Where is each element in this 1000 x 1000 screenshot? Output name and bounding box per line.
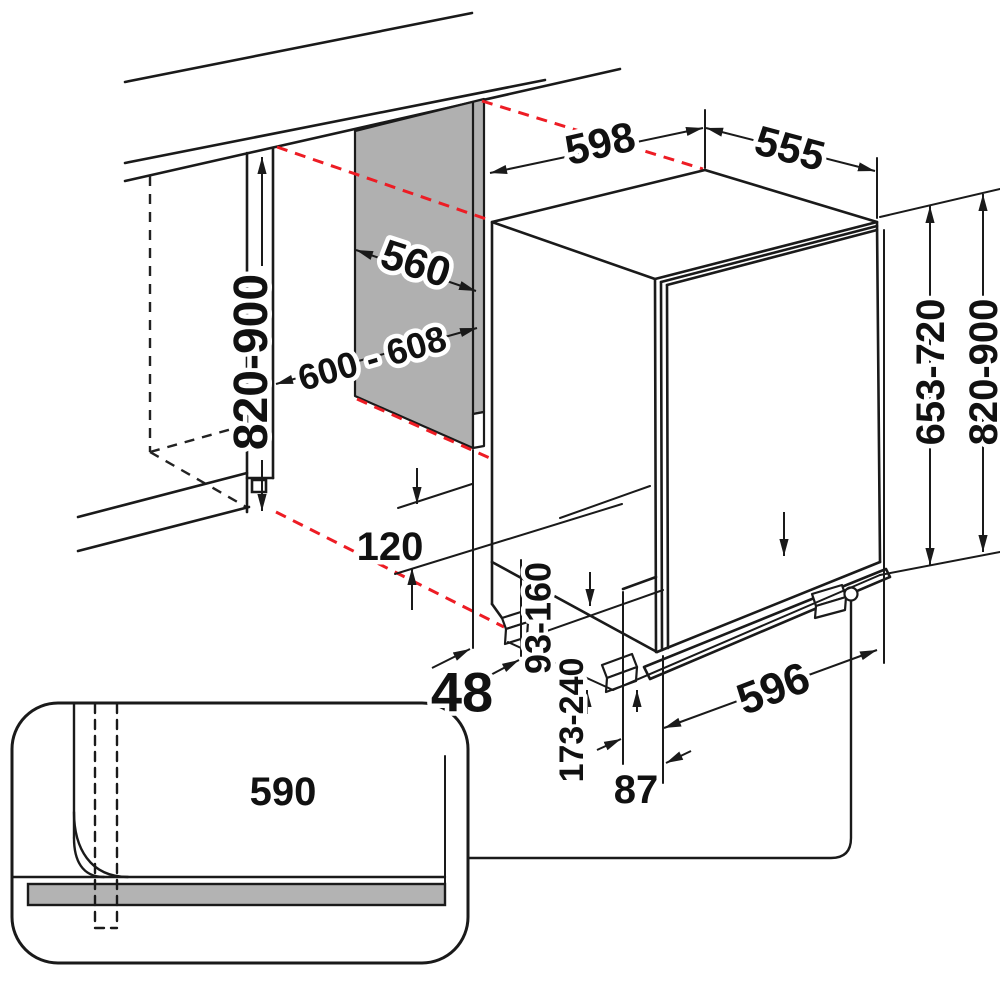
dim-line-600-608 <box>275 327 478 385</box>
label-rear-clearance: 48 <box>431 661 493 724</box>
dim-arrow-87-right <box>665 750 692 764</box>
dim-arrow-48-left <box>431 648 471 669</box>
label-plinth-height: 120 <box>357 525 424 569</box>
dim-line-598 <box>489 127 704 174</box>
cabinet-niche-dashed-void <box>148 176 249 510</box>
detail-inset <box>10 599 853 965</box>
label-front-foot-range: 173-240 <box>553 658 591 783</box>
leveling-feet <box>500 583 859 694</box>
dim-line-596 <box>663 649 878 729</box>
dim-line-560 <box>355 249 477 292</box>
dim-line-555 <box>705 127 876 172</box>
label-height-adjust-inner: 653-720 <box>909 299 953 446</box>
cabinet-left-side-panel <box>76 146 275 553</box>
label-height-adjust-outer: 820-900 <box>962 299 1000 446</box>
detail-leader-line <box>466 599 853 860</box>
label-plinth-recess-width: 590 <box>250 770 317 814</box>
dim-arrow-87-left <box>596 738 622 751</box>
extension-lines <box>394 109 1000 784</box>
label-front-width: 596 <box>730 653 816 725</box>
hose-bend-inner <box>72 836 106 879</box>
countertop-lines <box>123 11 622 183</box>
label-door-offset: 87 <box>614 768 659 812</box>
hose-position-dashed <box>93 702 119 930</box>
label-top-depth: 555 <box>750 116 830 180</box>
dim-arrow-48-right <box>482 659 520 680</box>
label-top-width: 598 <box>561 112 640 174</box>
detail-box <box>10 701 470 965</box>
label-rear-foot-range: 93-160 <box>518 562 559 674</box>
hose-bend-outer <box>72 810 130 879</box>
plinth-bar <box>26 882 447 907</box>
label-niche-height: 820-900 <box>225 274 278 450</box>
